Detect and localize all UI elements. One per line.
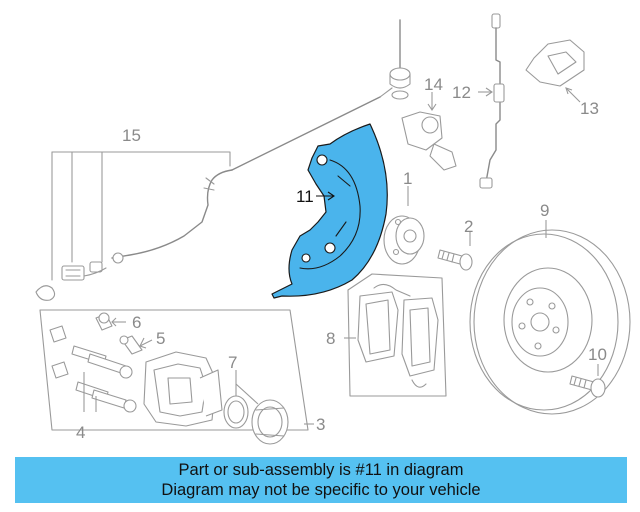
callout-2: 2 xyxy=(464,217,473,236)
callout-4: 4 xyxy=(76,423,85,442)
part-9-brake-rotor[interactable] xyxy=(469,220,631,415)
callout-6: 6 xyxy=(132,313,141,332)
callout-14: 14 xyxy=(424,75,443,94)
callout-1: 1 xyxy=(403,169,412,188)
callout-5: 5 xyxy=(156,329,165,348)
callout-8: 8 xyxy=(326,329,335,348)
part-8-brake-pads[interactable] xyxy=(344,273,447,397)
part-4-guide-pins[interactable] xyxy=(49,325,137,413)
parts-diagram: 15 14 12 13 xyxy=(35,13,631,445)
info-banner: Part or sub-assembly is #11 in diagram D… xyxy=(15,457,627,503)
callout-11: 11 xyxy=(296,187,314,206)
part-14-speed-sensor[interactable] xyxy=(401,92,457,171)
part-3-caliper-assembly[interactable] xyxy=(39,309,314,445)
part-5-cap[interactable] xyxy=(119,335,153,355)
part-11-splash-shield[interactable] xyxy=(271,123,388,299)
callout-13: 13 xyxy=(580,99,599,118)
part-15-hose-assembly[interactable] xyxy=(35,87,393,301)
callout-3: 3 xyxy=(316,415,325,434)
callout-9: 9 xyxy=(540,201,549,220)
part-12-sensor-wire[interactable] xyxy=(478,13,505,189)
part-2-bolt[interactable] xyxy=(437,232,473,271)
speed-sensor-cable[interactable] xyxy=(389,19,411,100)
part-13-bracket[interactable] xyxy=(525,39,585,103)
part-1-wheel-hub[interactable] xyxy=(383,186,425,265)
banner-line-2: Diagram may not be specific to your vehi… xyxy=(161,481,481,499)
part-10-wheel-bolt[interactable] xyxy=(569,364,606,398)
callout-15: 15 xyxy=(122,126,141,145)
part-6-bleeder-screw[interactable] xyxy=(95,312,126,331)
callout-7: 7 xyxy=(228,353,237,372)
banner-line-1: Part or sub-assembly is #11 in diagram xyxy=(178,461,464,479)
callout-10: 10 xyxy=(588,345,607,364)
callout-12: 12 xyxy=(452,83,471,102)
